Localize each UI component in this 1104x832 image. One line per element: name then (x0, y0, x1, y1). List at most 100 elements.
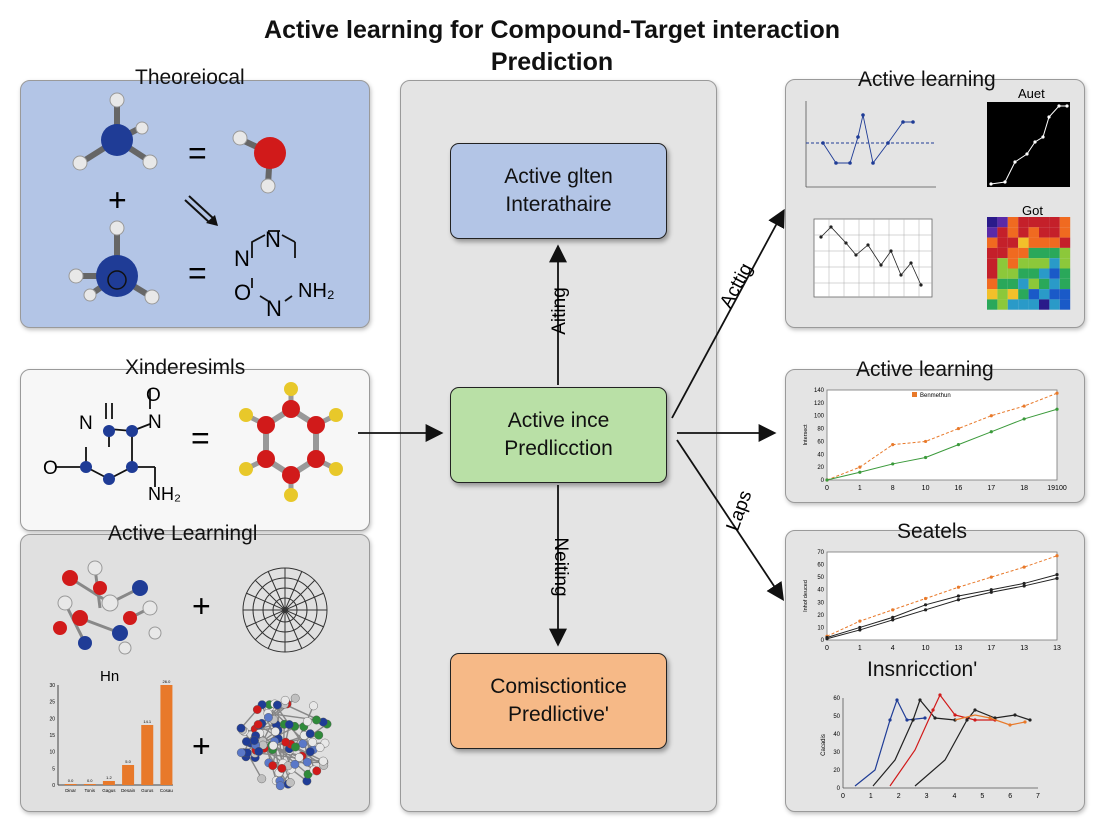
heatmap-cell (1028, 217, 1039, 228)
heatmap-cell (1028, 237, 1039, 248)
data-point (923, 603, 928, 607)
bar-chart-title: Hn (100, 668, 120, 685)
pyrimidine-atom-n2: N (148, 412, 162, 433)
heatmap-cell (1049, 278, 1060, 290)
data-point (1041, 135, 1045, 139)
data-point (856, 135, 860, 139)
atom (275, 781, 285, 791)
data-point (911, 120, 915, 124)
y-tick-label: 60 (817, 439, 824, 445)
y-tick-label: 80 (817, 427, 824, 433)
heatmap-cell (1039, 217, 1050, 228)
left-panel-active-learning-label: Active Learningl (108, 522, 258, 545)
series-line (872, 698, 956, 787)
data-point (919, 283, 923, 287)
x-tick-label: 2 (897, 793, 901, 800)
pyrimidine-atom-o1: O (146, 385, 161, 406)
data-point (858, 619, 862, 623)
data-point (858, 465, 862, 469)
ring-atom-n1: N (265, 227, 281, 252)
y-axis-label: Inhof deuced (803, 580, 809, 612)
atom (318, 756, 328, 766)
data-point (1003, 180, 1007, 184)
data-point (1022, 581, 1026, 586)
x-tick-label: 10 (922, 485, 930, 492)
x-tick-label: 1 (869, 793, 873, 800)
data-point (923, 596, 928, 601)
series-line (820, 226, 922, 286)
data-point (854, 253, 858, 257)
chart-background (987, 102, 1070, 187)
node-line: Active glten (504, 165, 613, 188)
heatmap-cell (1018, 247, 1029, 259)
data-point (819, 235, 823, 239)
node-line: Predlicction (504, 437, 613, 460)
legend-label: Benmethun (920, 393, 951, 399)
arrow-up-label: Aiting (549, 287, 570, 335)
atom (285, 778, 295, 787)
node-active-ince-prediction[interactable]: Active ince Predlicction (450, 387, 667, 483)
data-point (973, 708, 977, 712)
atom (257, 774, 267, 784)
atom (264, 713, 273, 722)
data-point (989, 575, 993, 579)
heatmap-cell (987, 258, 998, 269)
series-line (826, 577, 1058, 640)
data-point (923, 439, 928, 444)
bar (102, 781, 115, 785)
data-point (888, 718, 892, 722)
data-point (923, 455, 928, 460)
data-point (821, 141, 825, 145)
heatmap-cell (1028, 289, 1039, 300)
heatmap-cell (987, 299, 998, 310)
bar (141, 725, 154, 785)
data-point (918, 698, 922, 702)
heatmap-cell (1059, 217, 1071, 228)
x-tick-label: Dinar (65, 788, 76, 793)
y-axis-label: Intersect (803, 424, 809, 446)
left-panel-xinderesimls-label: Xinderesimls (125, 356, 246, 379)
x-tick-label: 13 (1020, 645, 1028, 652)
data-point (956, 594, 961, 598)
molecule-blue-tetra (68, 220, 160, 305)
ring-atom-o: O (234, 280, 252, 305)
data-point (858, 628, 862, 632)
x-tick-label: 4 (952, 793, 956, 800)
y-tick-label: 40 (817, 452, 824, 458)
data-point (965, 718, 969, 722)
node-comisctiontice-predictive[interactable]: Comisctiontice Predlictive' (450, 653, 667, 749)
atom (312, 766, 322, 776)
data-point (1055, 576, 1059, 580)
atom (312, 715, 321, 725)
heatmap-cell (1039, 268, 1050, 279)
y-tick-label: 120 (814, 401, 825, 407)
heatmap-cell (997, 217, 1008, 228)
heatmap-cell (1018, 258, 1029, 269)
series-line (826, 408, 1058, 481)
bar (160, 685, 173, 785)
reaction-arrow-icon (184, 195, 218, 226)
data-point (1055, 407, 1059, 411)
x-tick-label: 8 (891, 485, 895, 492)
molecule-water (232, 130, 286, 194)
heatmap-cell (1007, 289, 1019, 300)
data-point (989, 182, 993, 186)
node-active-glten-interathaire[interactable]: Active glten Interathaire (450, 143, 667, 239)
data-point (1022, 565, 1026, 569)
data-point (1013, 160, 1017, 164)
x-tick-label: 6 (1008, 793, 1012, 800)
bar (122, 765, 135, 785)
heatmap-cell (1007, 258, 1019, 269)
heatmap-cell (1049, 268, 1060, 279)
y-tick-label: 10 (49, 750, 55, 756)
data-point (989, 590, 993, 594)
data-point (1047, 115, 1051, 119)
y-tick-label: 15 (49, 733, 55, 739)
x-tick-label: 19100 (1047, 485, 1067, 492)
bar (83, 784, 96, 785)
data-point (956, 426, 961, 431)
data-point (891, 462, 895, 466)
atom (284, 720, 294, 729)
y-tick-label: 20 (817, 465, 824, 471)
